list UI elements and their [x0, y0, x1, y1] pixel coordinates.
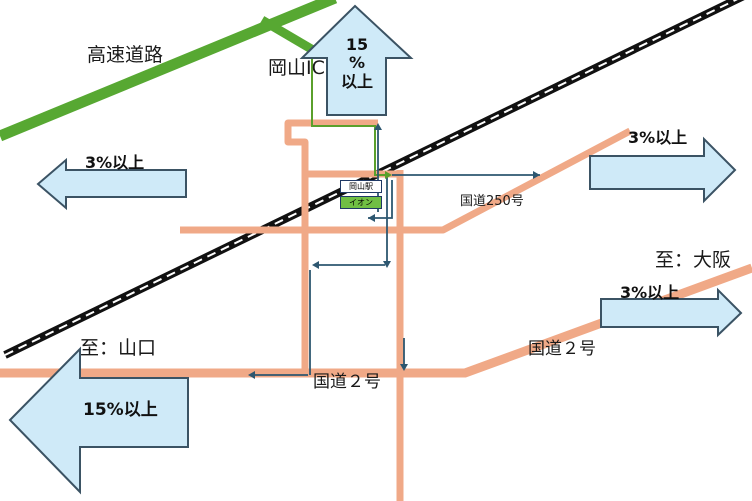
arrow-east-upper — [589, 136, 737, 204]
flow-station-down — [368, 180, 393, 219]
to-yamaguchi-label: 至：山口 — [80, 337, 157, 359]
arrow-north-text: 15 % 以上 — [340, 35, 373, 91]
okayama-ic-label: 岡山IC — [268, 57, 325, 79]
arrowhead-station — [368, 214, 375, 222]
highway-label: 高速道路 — [87, 44, 164, 66]
arrow-north — [299, 4, 414, 116]
arrow-west-upper — [36, 157, 187, 211]
arrowhead-route250 — [533, 171, 540, 179]
arrow-west-lower — [8, 346, 189, 495]
aeon-marker: イオン — [340, 196, 382, 209]
cross-road — [180, 127, 632, 234]
arrowhead-vertical-drop — [400, 364, 408, 371]
to-osaka-label: 至：大阪 — [655, 249, 732, 271]
highway-ic-branch — [259, 16, 316, 54]
route250-label: 国道250号 — [460, 194, 524, 209]
arrowhead-north-up — [374, 123, 382, 130]
north-loop — [284, 119, 378, 370]
okayama-station-marker: 岡山駅 — [340, 180, 382, 193]
arrow-east-lower-text: 3%以上 — [620, 283, 680, 302]
arrowhead-down-east — [383, 261, 391, 268]
route2-right-label: 国道２号 — [528, 339, 596, 359]
arrow-west-upper-text: 3%以上 — [85, 153, 145, 172]
block-arrows — [8, 4, 743, 495]
arrowhead-ic-green — [385, 171, 392, 179]
route2-center-label: 国道２号 — [313, 372, 381, 392]
arrow-east-lower — [600, 287, 743, 338]
highway-line — [0, 0, 338, 142]
arrow-east-upper-text: 3%以上 — [628, 128, 688, 147]
arrow-west-lower-text: 15%以上 — [83, 400, 158, 420]
traffic-flows — [250, 126, 540, 376]
arrowhead-west-branch — [312, 261, 319, 269]
arrowhead-west-route2 — [248, 371, 255, 379]
